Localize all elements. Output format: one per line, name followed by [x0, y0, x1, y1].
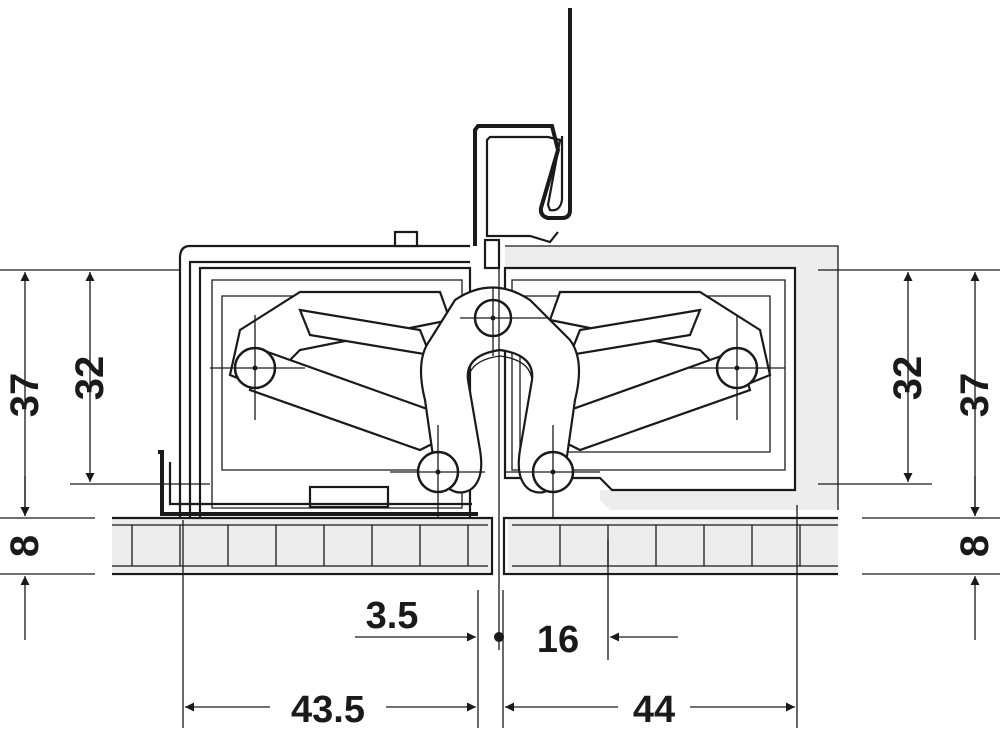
dim-width-44-label: 44 [633, 689, 675, 730]
dim-right-8-label: 8 [953, 535, 997, 557]
dim-left-37-label: 37 [3, 373, 47, 418]
dim-gap-3-5: 3.5 [355, 595, 476, 642]
dim-left-8: 8 [3, 476, 47, 640]
dim-right-8: 8 [953, 476, 997, 640]
bottom-strip-left [112, 516, 494, 576]
housing-tab [393, 230, 419, 248]
dim-left-8-label: 8 [3, 535, 47, 557]
pivot-right-outer [688, 315, 785, 420]
dim-width-43-5-label: 43.5 [291, 689, 365, 730]
dim-width-43-5: 43.5 [185, 684, 476, 731]
left-plate-tab [308, 485, 390, 509]
axis-point [494, 632, 504, 642]
extension-lines [0, 269, 1000, 728]
dim-left-32: 32 [68, 272, 112, 482]
dim-right-32-label: 32 [886, 356, 930, 401]
left-arm-links [228, 290, 452, 452]
dim-left-32-label: 32 [68, 356, 112, 401]
pivot-left-lower [390, 425, 485, 525]
pivot-left-outer [210, 315, 305, 420]
pivot-right-lower [505, 425, 600, 525]
pivot-top [460, 288, 548, 356]
dim-right-32: 32 [886, 272, 930, 482]
door-leaf-stem [483, 238, 501, 270]
right-frame-panel [505, 245, 839, 510]
door-leaf-profile [473, 8, 572, 270]
pivot-holes [210, 288, 785, 525]
dim-gap-16: 16 [494, 619, 678, 661]
dim-gap-3-5-label: 3.5 [366, 595, 419, 637]
bottom-strip-right [502, 516, 838, 576]
dim-right-37-label: 37 [953, 373, 997, 418]
dim-gap-16-label: 16 [537, 619, 579, 661]
dim-width-44: 44 [505, 684, 795, 731]
